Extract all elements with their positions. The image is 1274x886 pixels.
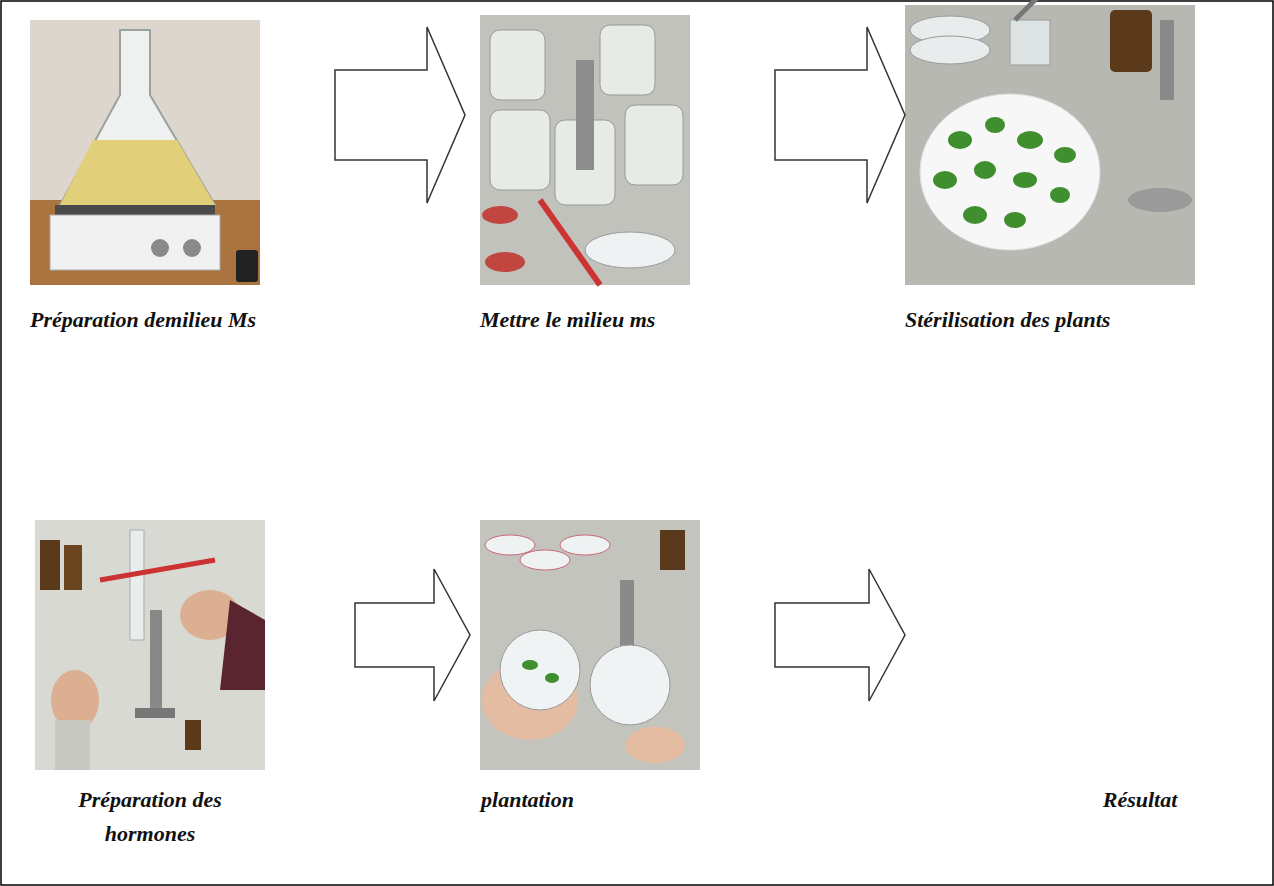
step-box: Préparation demilieu Ms <box>25 5 335 345</box>
illustration-shape <box>480 520 700 770</box>
illustration-shape <box>948 131 972 149</box>
photo-hotplate <box>30 20 260 285</box>
illustration-shape <box>576 60 594 170</box>
illustration-shape <box>1128 188 1192 212</box>
illustration-shape <box>600 25 655 95</box>
illustration-shape <box>480 15 690 285</box>
illustration-shape <box>660 530 685 570</box>
step-box: Mettre le milieu ms <box>465 5 775 345</box>
photo-sterilisation <box>905 0 1195 285</box>
illustration-shape <box>522 660 538 670</box>
illustration-shape <box>933 117 1076 228</box>
illustration-shape <box>974 161 996 179</box>
step-box: Résultat <box>905 515 1250 860</box>
block-arrow <box>335 27 465 203</box>
illustration-shape <box>1110 10 1152 72</box>
illustration-shape <box>1017 131 1043 149</box>
illustration-shape <box>1015 0 1040 20</box>
block-arrow <box>775 27 905 203</box>
illustration-shape <box>40 540 60 590</box>
illustration-shape <box>920 94 1100 250</box>
illustration-shape <box>50 215 220 270</box>
illustration-shape <box>485 535 535 555</box>
illustration-shape <box>590 645 670 725</box>
illustration-shape <box>150 610 162 710</box>
photo-hormones <box>35 520 265 770</box>
illustration-shape <box>220 600 265 690</box>
block-arrow <box>775 569 905 701</box>
illustration-shape <box>60 30 215 205</box>
step-caption: Préparation des hormones <box>35 783 265 851</box>
illustration-shape <box>183 239 201 257</box>
illustration-shape <box>151 239 169 257</box>
illustration-shape <box>1010 20 1050 65</box>
step-caption: Préparation demilieu Ms <box>30 303 330 337</box>
illustration-shape <box>1050 187 1070 203</box>
illustration-shape <box>560 535 610 555</box>
illustration-shape <box>100 560 215 580</box>
step-box: Préparation des hormones <box>25 515 355 860</box>
illustration-shape <box>30 20 260 285</box>
illustration-shape <box>485 252 525 272</box>
step-caption: Mettre le milieu ms <box>480 303 770 337</box>
step-box: Stérilisation des plants <box>905 5 1250 345</box>
illustration-shape <box>625 727 685 763</box>
illustration-shape <box>185 720 201 750</box>
illustration-shape <box>963 206 987 224</box>
illustration-shape <box>64 545 82 590</box>
illustration-shape <box>135 708 175 718</box>
illustration-shape <box>236 250 258 282</box>
block-arrow <box>355 569 470 701</box>
illustration-shape <box>490 110 550 190</box>
photo-jars <box>480 15 690 285</box>
illustration-shape <box>540 200 600 285</box>
illustration-shape <box>1054 147 1076 163</box>
step-caption: Résultat <box>1075 783 1205 817</box>
illustration-shape <box>55 720 90 770</box>
illustration-shape <box>520 550 570 570</box>
illustration-shape <box>482 206 518 224</box>
illustration-shape <box>905 5 1195 285</box>
illustration-shape <box>30 200 260 285</box>
illustration-shape <box>1160 20 1174 100</box>
illustration-shape <box>585 232 675 268</box>
illustration-shape <box>985 117 1005 133</box>
illustration-shape <box>910 36 990 64</box>
photo-plantation <box>480 520 700 770</box>
illustration-shape <box>490 30 545 100</box>
step-caption: plantation <box>470 783 585 817</box>
illustration-shape <box>1004 212 1026 228</box>
step-box: plantation <box>470 515 775 860</box>
illustration-shape <box>60 140 215 205</box>
illustration-shape <box>933 171 957 189</box>
illustration-shape <box>55 205 215 215</box>
step-caption: Stérilisation des plants <box>905 303 1245 337</box>
illustration-shape <box>1013 172 1037 188</box>
illustration-shape <box>130 530 144 640</box>
illustration-shape <box>35 520 265 770</box>
illustration-shape <box>500 630 580 710</box>
illustration-shape <box>545 673 559 683</box>
illustration-shape <box>625 105 683 185</box>
